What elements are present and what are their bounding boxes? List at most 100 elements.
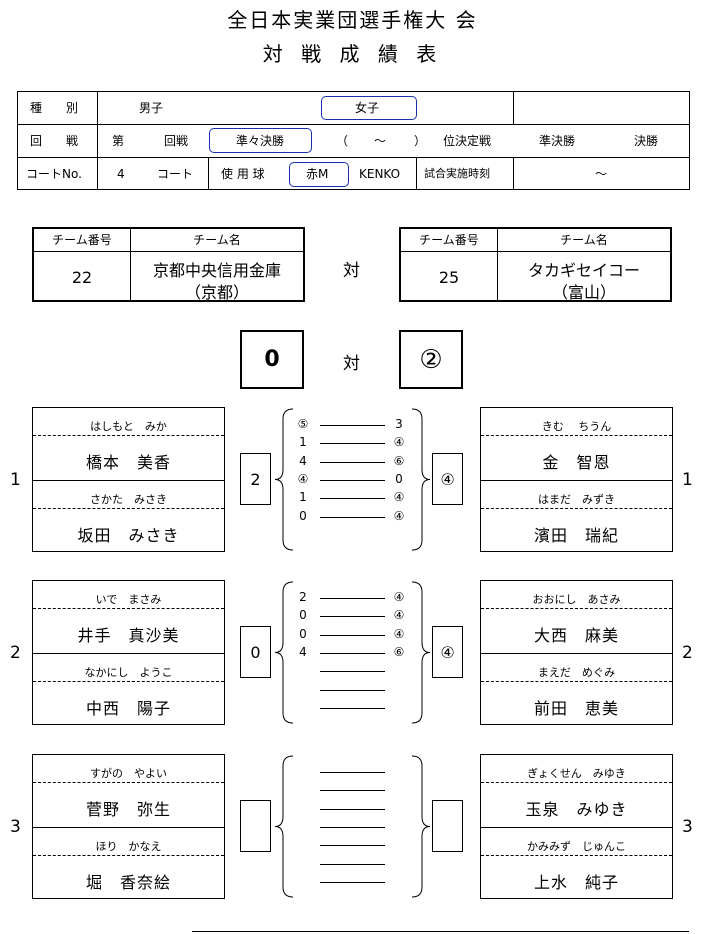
match-number-right: 3	[682, 817, 693, 837]
brace-path	[411, 408, 431, 551]
signature-line	[192, 931, 689, 932]
brace-path	[274, 408, 294, 551]
game-line	[320, 863, 385, 865]
game-line	[320, 689, 385, 691]
category-label: 種 別	[30, 101, 79, 115]
game-line	[320, 808, 385, 810]
left-brace	[274, 581, 294, 724]
right-team-box: チーム番号 チーム名 25 タカギセイコー （富山）	[399, 227, 672, 302]
women-selected-mark	[321, 96, 417, 120]
team-vs: 対	[343, 261, 360, 281]
right-team-score: ②	[399, 330, 463, 389]
left-player-reading: いで まさみ	[95, 593, 162, 606]
document-title: 全日本実業団選手権大 会	[227, 8, 478, 32]
match-number-left: 3	[10, 817, 21, 837]
game-line	[320, 616, 385, 618]
left-team-no-header: チーム番号	[52, 233, 112, 247]
player-divider	[33, 827, 224, 828]
round-tilde: ～	[374, 134, 387, 148]
match-number-left: 1	[10, 470, 21, 490]
game-score-right: ④	[393, 508, 405, 523]
right-pair-box: おおにし あさみ大西 麻美まえだ めぐみ前田 恵美	[480, 580, 673, 725]
game-score-left: 1	[299, 435, 307, 450]
reading-dashed-line	[481, 508, 672, 509]
reading-dashed-line	[33, 608, 224, 609]
left-team-name-header: チーム名	[193, 233, 241, 247]
right-team-name-header: チーム名	[560, 233, 608, 247]
right-player-reading: はまだ みずき	[538, 493, 615, 506]
right-team-no-header: チーム番号	[419, 233, 479, 247]
round-final: 決勝	[634, 134, 659, 148]
game-line	[320, 845, 385, 847]
team-col-divider	[130, 229, 131, 300]
left-pair-box: いで まさみ井手 真沙美なかにし ようこ中西 陽子	[32, 580, 225, 725]
right-player-name: 上水 純子	[533, 873, 619, 892]
document-subtitle: 対 戦 成 績 表	[262, 42, 443, 66]
right-player-reading: かみみず じゅんこ	[527, 840, 626, 853]
game-line	[320, 479, 385, 481]
reading-dashed-line	[481, 855, 672, 856]
right-player-name: 濱田 瑞紀	[533, 526, 619, 545]
game-score-left: ⑤	[297, 417, 309, 431]
reading-dashed-line	[481, 782, 672, 783]
game-score-left: 0	[299, 608, 307, 623]
right-games-won: ④	[432, 626, 463, 678]
right-player-name: 金 智恩	[542, 453, 611, 472]
match-number-right: 2	[682, 643, 693, 663]
left-player-reading: ほり かなえ	[95, 840, 162, 853]
game-line	[320, 826, 385, 828]
team-col-divider	[497, 229, 498, 300]
right-player-name: 大西 麻美	[533, 626, 619, 645]
ball-selected-mark	[289, 162, 349, 187]
court-word: コート	[157, 167, 194, 181]
game-score-right: 3	[395, 417, 403, 431]
left-player-name: 菅野 弥生	[85, 800, 171, 819]
game-score-left: 0	[299, 626, 307, 641]
reading-dashed-line	[481, 435, 672, 436]
left-team-score: 0	[240, 330, 304, 389]
right-team-name: タカギセイコー	[527, 261, 640, 280]
left-team-prefecture: （京都）	[184, 283, 249, 302]
reading-dashed-line	[33, 855, 224, 856]
game-line	[320, 516, 385, 518]
game-score-right: ⑥	[393, 644, 405, 659]
team-header-divider	[34, 251, 303, 252]
game-line	[320, 634, 385, 636]
brace-path	[411, 755, 431, 898]
right-games-won: ④	[432, 453, 463, 505]
right-player-reading: まえだ めぐみ	[537, 666, 616, 679]
right-brace	[411, 581, 431, 724]
left-player-reading: さかた みさき	[90, 493, 167, 506]
game-score-left: ④	[297, 471, 309, 486]
left-player-name: 堀 香奈絵	[85, 873, 171, 892]
game-score-right: ④	[393, 590, 405, 604]
info-col-divider	[97, 91, 98, 190]
game-score-left: 4	[299, 453, 307, 468]
game-line	[320, 772, 385, 773]
score-vs: 対	[343, 354, 360, 374]
left-pair-box: すがの やよい菅野 弥生ほり かなえ堀 香奈絵	[32, 754, 225, 899]
left-player-reading: すがの やよい	[90, 767, 167, 780]
game-line	[320, 790, 385, 792]
left-brace	[274, 408, 294, 551]
info-col-divider	[513, 91, 514, 124]
player-divider	[33, 653, 224, 654]
right-team-number: 25	[438, 268, 460, 287]
ball-brand: KENKO	[359, 167, 401, 181]
game-line	[320, 671, 385, 673]
round-semifinal: 準決勝	[539, 134, 576, 148]
right-games-won	[432, 800, 463, 852]
match-number-right: 1	[682, 470, 693, 490]
right-player-reading: おおにし あさみ	[532, 593, 621, 606]
reading-dashed-line	[33, 681, 224, 682]
game-score-right: ④	[393, 626, 405, 641]
game-score-left: 4	[299, 644, 307, 659]
left-team-name: 京都中央信用金庫	[152, 261, 281, 280]
game-score-left: 1	[299, 490, 307, 505]
left-pair-box: はしもと みか橋本 美香さかた みさき坂田 みさき	[32, 407, 225, 552]
game-line	[320, 652, 385, 654]
time-label: 試合実施時刻	[424, 167, 490, 180]
right-brace	[411, 755, 431, 898]
round-label: 回 戦	[30, 134, 79, 148]
game-line	[320, 498, 385, 500]
